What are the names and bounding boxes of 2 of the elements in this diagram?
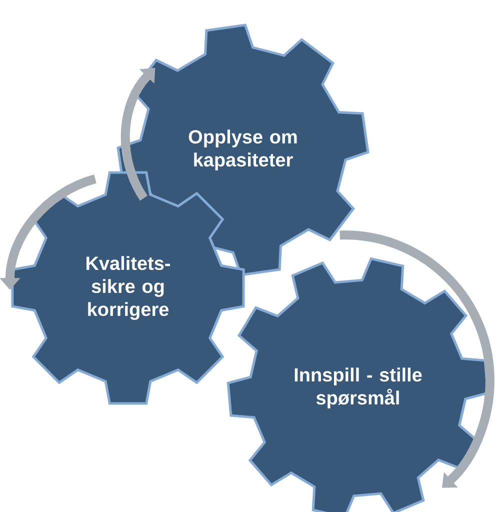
gear: Kvalitets- sikre og korrigere	[11, 171, 245, 405]
arrow	[120, 68, 156, 200]
